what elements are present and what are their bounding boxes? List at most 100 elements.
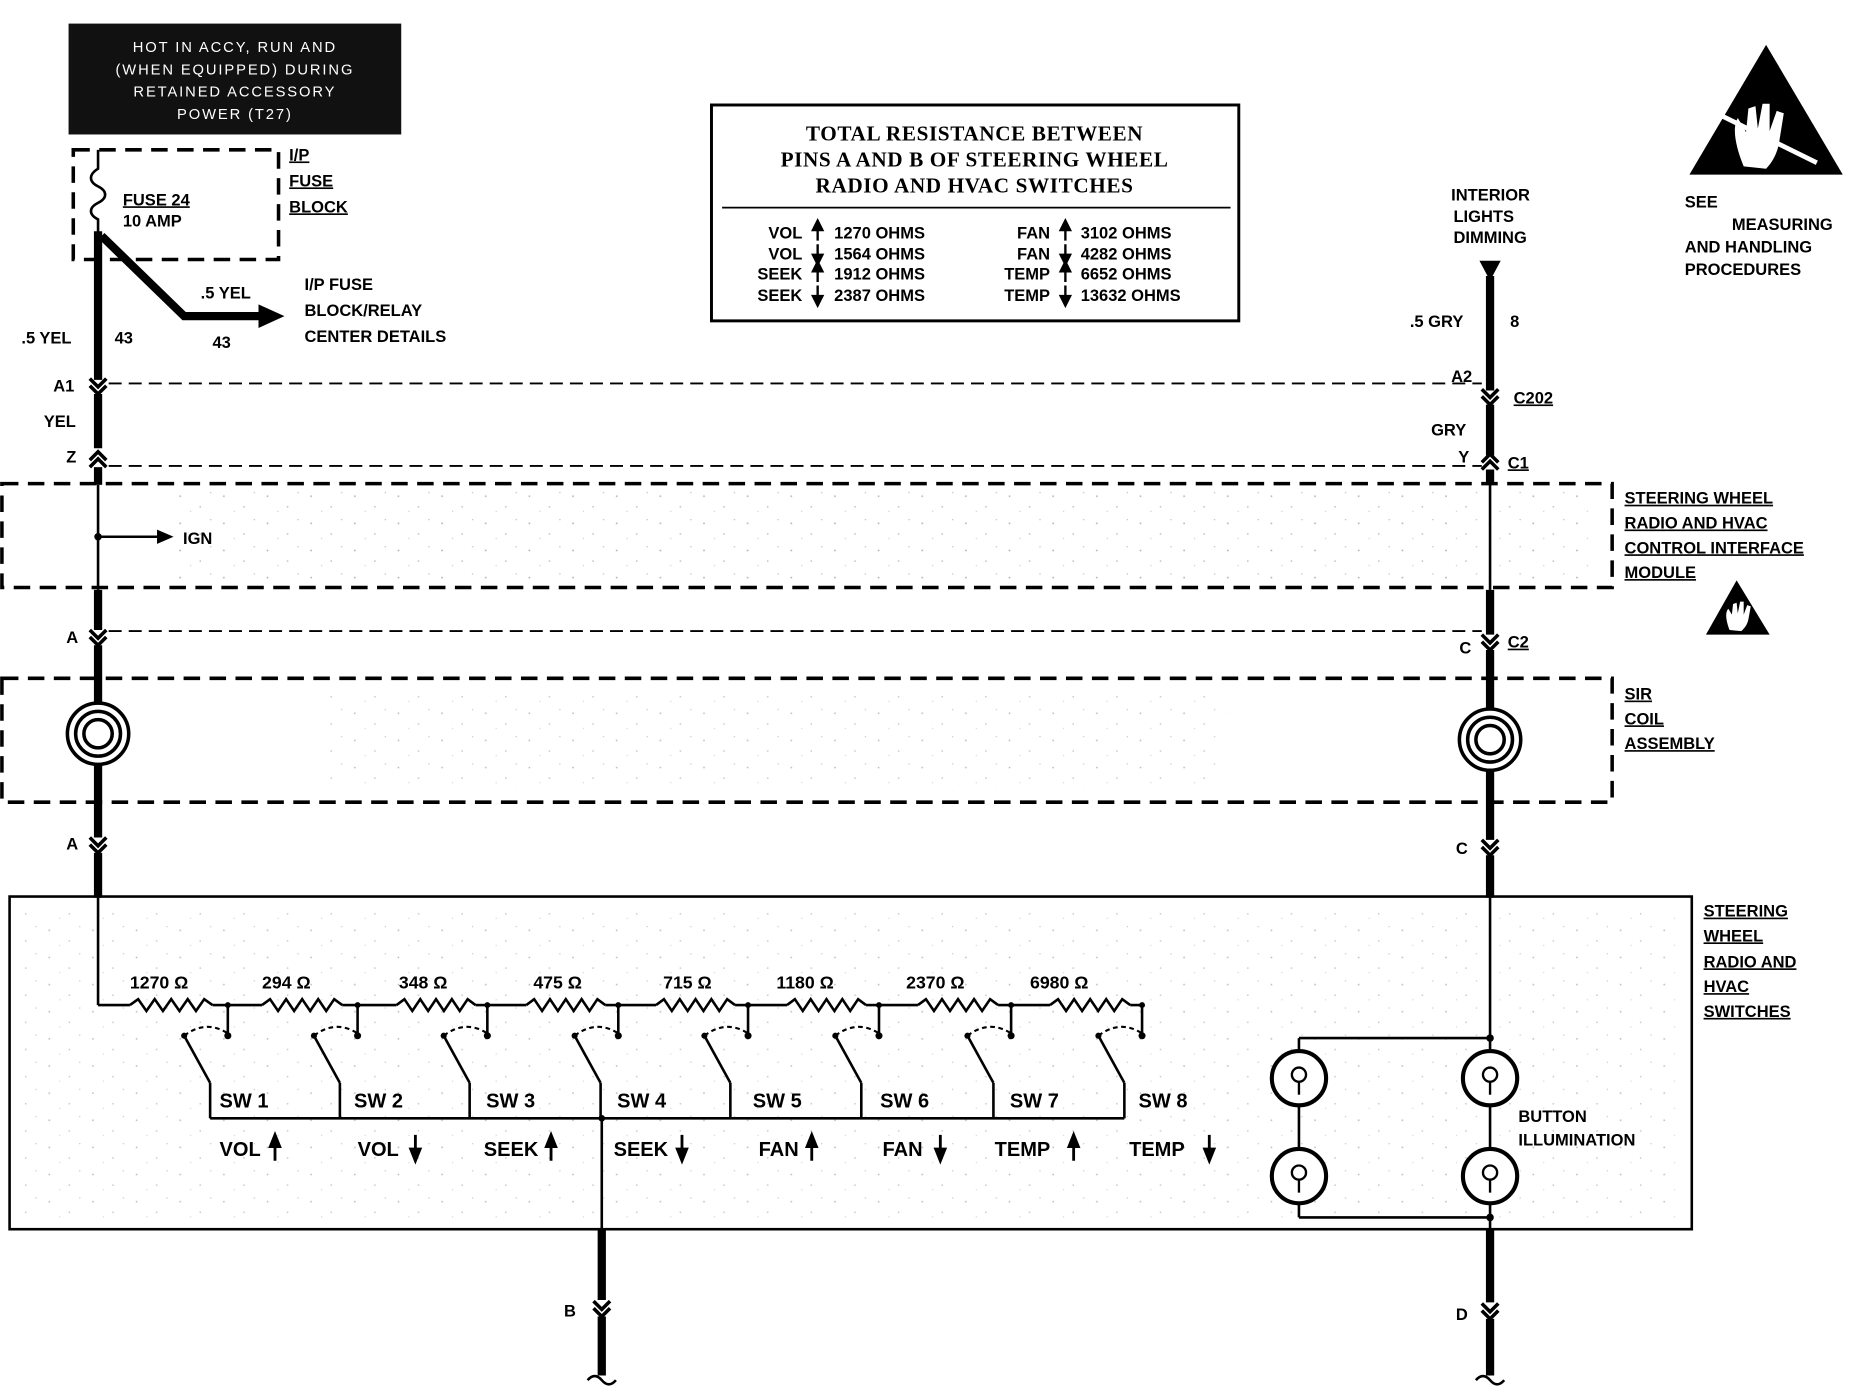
pin-label: B (564, 1303, 576, 1321)
pin-label: Y (1458, 448, 1469, 466)
fuse-block-label: BLOCK (289, 198, 348, 216)
switch-function-label: FAN (883, 1139, 923, 1161)
table-function: TEMP (1004, 287, 1050, 305)
switch-contact (614, 1032, 622, 1040)
illumination-label: ILLUMINATION (1518, 1131, 1635, 1149)
pin-label: D (1456, 1306, 1468, 1324)
esd-note-line: AND HANDLING (1685, 238, 1812, 256)
arrow-down-icon (1058, 285, 1073, 309)
resistor-symbol (129, 996, 214, 1014)
branch-wire-color: .5 YEL (201, 284, 251, 302)
switch-function-label: TEMP (995, 1139, 1051, 1161)
pin-label: Z (66, 448, 76, 466)
connector-label: C2 (1508, 634, 1529, 652)
switch-label: SW 3 (486, 1091, 535, 1113)
arrow-down-icon (408, 1134, 423, 1165)
dimming-source-label: INTERIOR (1451, 187, 1530, 205)
switch-blade (183, 1035, 212, 1084)
esd-note-line: SEE (1685, 194, 1718, 212)
switches-assembly-outline (8, 895, 1694, 1231)
table-value: 13632 OHMS (1081, 287, 1181, 305)
switch-function-label: TEMP (1129, 1139, 1185, 1161)
switch-blade (966, 1035, 995, 1084)
power-source-line: HOT IN ACCY, RUN AND (133, 40, 337, 56)
arrow-up-icon (544, 1131, 558, 1161)
connector-label: C202 (1514, 389, 1553, 407)
connector-terminal-icon (592, 1299, 612, 1320)
left-circuit: .5 YEL 43 A1 YEL Z IGN A A B (21, 231, 617, 1386)
connector-terminal-icon (1480, 633, 1500, 653)
switch-travel-arc (183, 1025, 229, 1037)
switch-label: SW 8 (1139, 1091, 1188, 1113)
switch-label: SW 4 (617, 1091, 667, 1113)
wire-color-label: GRY (1431, 421, 1466, 439)
esd-note-line: PROCEDURES (1685, 261, 1801, 279)
resistor-symbol (655, 996, 736, 1014)
switch-function-label: VOL (220, 1139, 261, 1161)
table-value: 3102 OHMS (1081, 224, 1172, 242)
coil-icon (65, 701, 131, 767)
fuse-block-label: FUSE (289, 172, 333, 190)
arrow-up-icon (1058, 217, 1073, 241)
table-function: TEMP (1004, 266, 1050, 284)
arrow-down-icon (1058, 244, 1073, 267)
switch-contact (483, 1032, 491, 1040)
table-function: SEEK (757, 266, 802, 284)
arrow-down-icon (811, 244, 825, 267)
resistor-symbol (395, 996, 477, 1014)
switch-blade (573, 1035, 602, 1084)
component-label: WHEEL (1704, 927, 1764, 945)
switch-blade (442, 1035, 471, 1084)
table-function: VOL (768, 246, 802, 264)
arrow-up-icon (1066, 1131, 1081, 1161)
switch-blade (312, 1035, 342, 1084)
arrow-down-icon (811, 285, 825, 309)
connector-terminal-icon (88, 449, 108, 469)
esd-warning-icon (1689, 44, 1843, 175)
wire-color-label: YEL (44, 413, 76, 431)
power-source-line: (WHEN EQUIPPED) DURING (115, 62, 354, 78)
resistor-label: 6980 Ω (1030, 973, 1088, 993)
fuse-icon (89, 149, 107, 234)
connector-terminal-icon (1480, 388, 1500, 408)
switch-labels: SW 1 SW 2 SW 3 SW 4 SW 5 SW 6 SW 7 SW 8 … (220, 1091, 1217, 1165)
switch-contact (875, 1032, 883, 1040)
lamp-icon (1269, 1146, 1329, 1206)
pin-label: A2 (1451, 368, 1472, 386)
connector-terminal-icon (1480, 451, 1500, 471)
component-label: RADIO AND (1704, 953, 1797, 971)
component-label: CONTROL INTERFACE (1625, 539, 1804, 557)
pin-label: A (66, 835, 78, 853)
resistor-symbol (1049, 996, 1132, 1014)
dimming-source-label: LIGHTS (1453, 208, 1514, 226)
branch-destination: CENTER DETAILS (304, 328, 446, 346)
arrow-up-icon (811, 259, 825, 282)
interface-module-outline (0, 481, 1614, 590)
component-label: ASSEMBLY (1625, 735, 1715, 753)
resistor-label: 1180 Ω (776, 973, 833, 993)
pin-label: C (1459, 640, 1471, 658)
switch-travel-arc (443, 1025, 488, 1037)
arrow-up-icon (268, 1131, 282, 1161)
resistor-symbol (786, 996, 867, 1014)
switch-function-label: FAN (759, 1139, 799, 1161)
scan-speckle (330, 690, 1227, 791)
table-function: FAN (1017, 246, 1050, 264)
component-label: STEERING WHEEL (1625, 490, 1774, 508)
switch-label: SW 6 (880, 1091, 929, 1113)
component-label: HVAC (1704, 978, 1750, 996)
switch-travel-arc (574, 1025, 619, 1037)
switch-function-label: SEEK (614, 1139, 669, 1161)
resistor-symbol (917, 996, 999, 1014)
switch-travel-arc (834, 1025, 880, 1037)
resistance-table: TOTAL RESISTANCE BETWEEN PINS A AND B OF… (710, 103, 1241, 323)
arrow-down-icon (675, 1134, 689, 1165)
power-source-label: HOT IN ACCY, RUN AND (WHEN EQUIPPED) DUR… (68, 23, 402, 135)
component-label: SIR (1625, 686, 1653, 704)
lamp-icon (1460, 1146, 1520, 1206)
component-label: COIL (1625, 710, 1664, 728)
sir-coil-outline (0, 676, 1614, 804)
resistor-label: 2370 Ω (906, 973, 964, 993)
switch-label: SW 2 (354, 1091, 403, 1113)
